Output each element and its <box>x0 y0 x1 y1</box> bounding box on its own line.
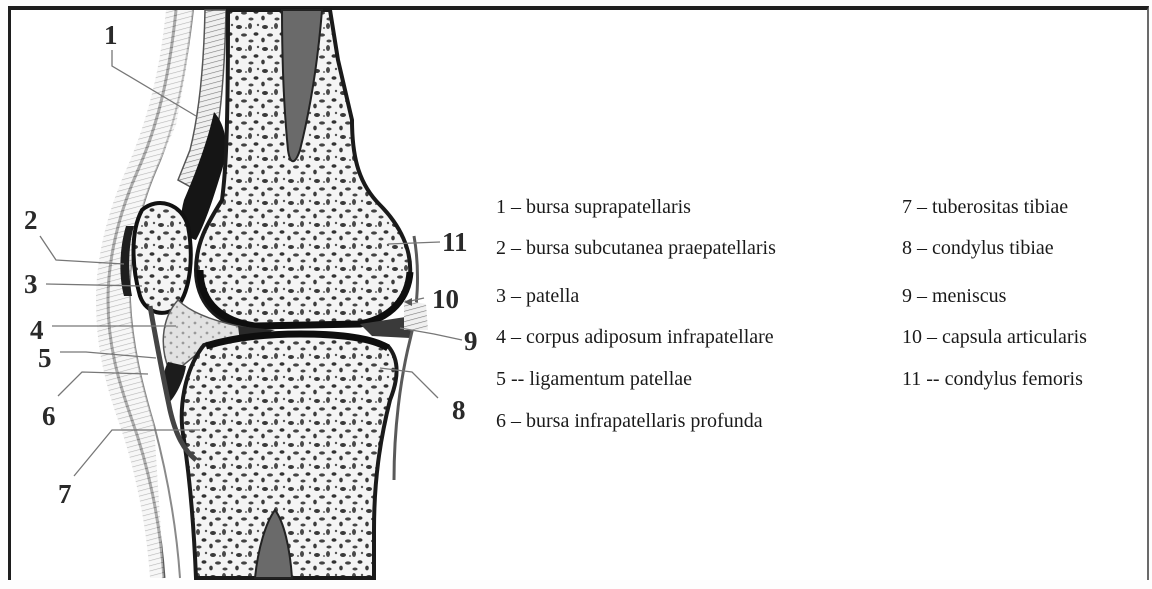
legend-item-9: 9 – meniscus <box>902 286 1006 306</box>
callout-4: 4 <box>30 317 44 344</box>
legend-item-8: 8 – condylus tibiae <box>902 238 1054 258</box>
legend-item-1: 1 – bursa suprapatellaris <box>496 197 691 217</box>
callout-8: 8 <box>452 397 466 424</box>
callout-3: 3 <box>24 271 38 298</box>
legend-item-6: 6 – bursa infrapatellaris profunda <box>496 411 763 431</box>
legend-item-10: 10 – capsula articularis <box>902 327 1087 347</box>
callout-5: 5 <box>38 345 52 372</box>
callout-1: 1 <box>104 22 118 49</box>
callout-11: 11 <box>442 229 468 256</box>
callout-10: 10 <box>432 286 459 313</box>
callout-9: 9 <box>464 328 478 355</box>
callout-7: 7 <box>58 481 72 508</box>
legend-item-4: 4 – corpus adiposum infrapatellare <box>496 327 774 347</box>
callout-6: 6 <box>42 403 56 430</box>
legend-item-7: 7 – tuberositas tibiae <box>902 197 1068 217</box>
legend-item-5: 5 -- ligamentum patellae <box>496 369 692 389</box>
legend-item-2: 2 – bursa subcutanea praepatellaris <box>496 238 776 258</box>
legend-item-3: 3 – patella <box>496 286 579 306</box>
legend-item-11: 11 -- condylus femoris <box>902 369 1083 389</box>
callout-2: 2 <box>24 207 38 234</box>
